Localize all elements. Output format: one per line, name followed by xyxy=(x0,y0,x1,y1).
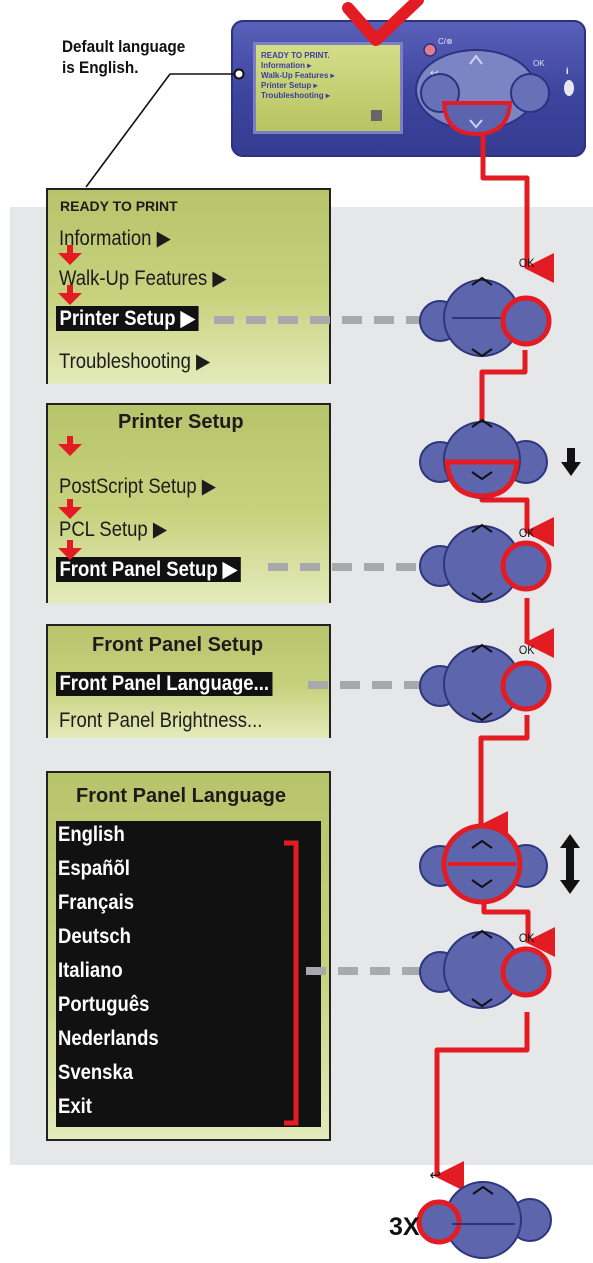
svg-text:C/⊗: C/⊗ xyxy=(438,37,453,46)
language-option[interactable]: Italiano xyxy=(58,959,123,982)
callout-line xyxy=(85,68,245,188)
menu-item-pcl-setup[interactable]: PCL Setup ▶ xyxy=(59,518,168,541)
back-icon: ↩ xyxy=(429,1167,441,1184)
menu-item-postscript-setup[interactable]: PostScript Setup ▶ xyxy=(59,475,216,498)
ok-label: OK xyxy=(518,526,535,540)
down-arrow-icon xyxy=(561,462,581,476)
menu-item-troubleshooting[interactable]: Troubleshooting ▶ xyxy=(59,350,211,373)
display-line: Printer Setup ▸ xyxy=(261,81,318,90)
lcd-ready-to-print: READY TO PRINT Information ▶ Walk-Up Fea… xyxy=(46,188,331,384)
down-arrow-icon xyxy=(469,119,483,129)
language-option[interactable]: Français xyxy=(58,891,135,914)
language-option[interactable]: English xyxy=(58,823,125,846)
menu-step-arrows xyxy=(58,245,82,560)
lcd-title: Front Panel Setup xyxy=(92,634,264,656)
repeat-count-label: 3X xyxy=(389,1213,420,1241)
button-cluster-ok-3 xyxy=(419,643,552,723)
display-line: Walk-Up Features ▸ xyxy=(261,71,335,80)
button-cluster-ok-1 xyxy=(419,276,552,358)
lcd-front-panel-setup: Front Panel Setup Front Panel Language..… xyxy=(46,624,331,738)
lcd-title: READY TO PRINT xyxy=(60,198,178,214)
up-arrow-icon xyxy=(469,54,483,65)
menu-item-printer-setup[interactable]: Printer Setup ▶ xyxy=(56,306,199,331)
lcd-title: Printer Setup xyxy=(118,411,244,433)
svg-text:i: i xyxy=(566,66,569,76)
menu-item-walk-up-features[interactable]: Walk-Up Features ▶ xyxy=(59,267,227,290)
note-line-2: is English. xyxy=(62,58,139,77)
ok-label: OK xyxy=(518,931,535,945)
menu-item-information[interactable]: Information ▶ xyxy=(59,227,171,250)
language-option[interactable]: Españõl xyxy=(58,857,130,880)
checkmark-icon xyxy=(342,0,424,46)
menu-item-front-panel-language[interactable]: Front Panel Language... xyxy=(56,672,273,696)
button-cluster-down xyxy=(419,418,581,499)
lcd-printer-setup: Printer Setup PostScript Setup ▶ PCL Set… xyxy=(46,403,331,603)
menu-item-front-panel-setup[interactable]: Front Panel Setup ▶ xyxy=(56,557,241,582)
button-cluster-up-down xyxy=(419,823,580,905)
display-cursor-square xyxy=(371,110,382,121)
ok-label: OK xyxy=(518,643,535,657)
language-option[interactable]: Deutsch xyxy=(58,925,131,948)
language-option[interactable]: Svenska xyxy=(58,1061,134,1084)
default-language-note: Default language is English. xyxy=(62,36,185,78)
language-list-background xyxy=(56,821,321,1127)
svg-text:↩: ↩ xyxy=(430,68,438,79)
button-cluster-back xyxy=(416,1181,552,1259)
menu-item-front-panel-brightness[interactable]: Front Panel Brightness... xyxy=(59,709,263,732)
up-down-arrow-icon xyxy=(560,834,580,848)
header-button-cluster: OK C/⊗ ↩ i xyxy=(415,37,574,137)
language-option[interactable]: Português xyxy=(58,993,150,1016)
svg-text:OK: OK xyxy=(533,59,545,68)
button-cluster-ok-4 xyxy=(419,929,552,1009)
language-option[interactable]: Exit xyxy=(58,1095,92,1118)
note-line-1: Default language xyxy=(62,37,186,56)
display-line: Troubleshooting ▸ xyxy=(261,91,330,100)
lcd-front-panel-language: Front Panel Language English Españõl Fra… xyxy=(46,771,331,1141)
button-cluster-ok-2 xyxy=(419,523,552,603)
front-panel-display: READY TO PRINT. Information ▸ Walk-Up Fe… xyxy=(253,42,403,134)
display-line: READY TO PRINT. xyxy=(261,51,330,60)
lcd-title: Front Panel Language xyxy=(76,785,287,807)
language-bracket xyxy=(284,840,299,1126)
display-line: Information ▸ xyxy=(261,61,312,70)
language-option[interactable]: Nederlands xyxy=(58,1027,159,1050)
ok-label: OK xyxy=(518,256,535,270)
